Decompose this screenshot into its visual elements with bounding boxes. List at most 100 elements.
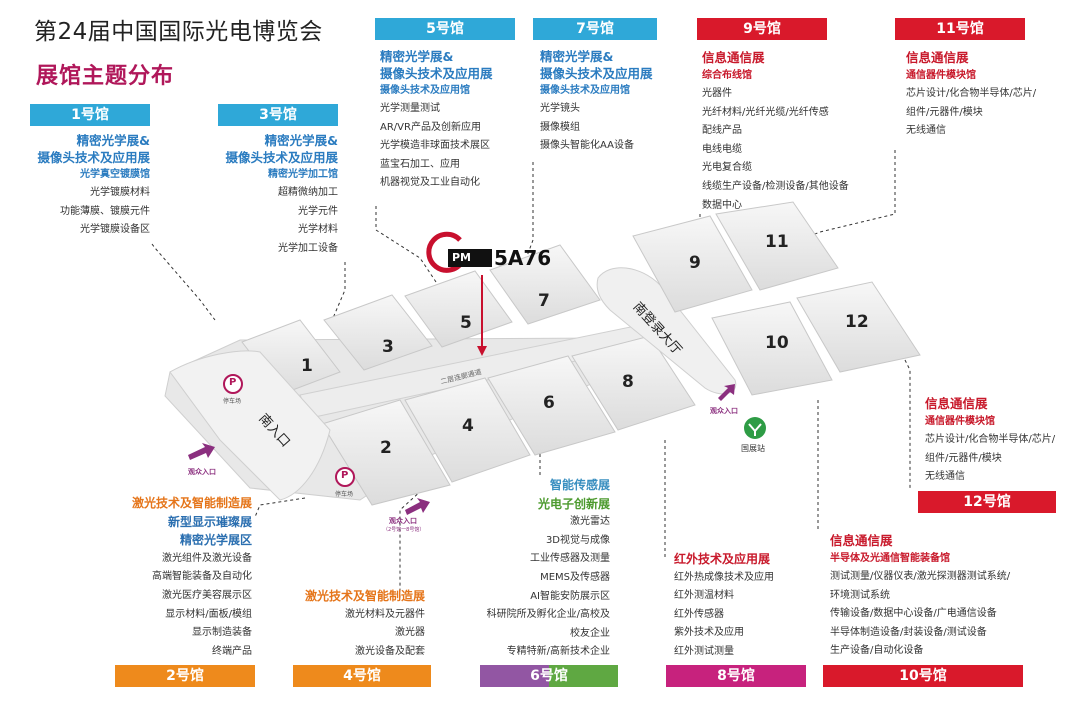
hall-1-header: 1号馆 [30, 104, 150, 126]
hall-3-item: 光学加工设备 [278, 242, 338, 254]
hall-2-title: 精密光学展区 [179, 533, 252, 548]
hall-8-item: 红外传感器 [674, 608, 724, 620]
booth-logo-text: PM [452, 251, 472, 264]
hall-5-title: 精密光学展& [380, 49, 454, 64]
hall-number-5: 5 [460, 313, 472, 333]
hall-number-1: 1 [301, 356, 313, 376]
hall-6-item: 校友企业 [570, 627, 610, 639]
hall-11-item: 无线通信 [906, 125, 946, 137]
hall-11-info: 信息通信展 通信器件模块馆 芯片设计/化合物半导体/芯片/ 组件/元器件/模块 … [906, 48, 1076, 141]
parking-icon [223, 374, 243, 394]
hall-11-header: 11号馆 [895, 18, 1025, 40]
hall-12-item: 组件/元器件/模块 [925, 452, 1002, 464]
hall-number-2: 2 [380, 438, 392, 458]
hall-3-subtitle: 精密光学加工馆 [268, 169, 338, 180]
hall-3-item: 光学材料 [298, 224, 338, 236]
hall-10-header: 10号馆 [823, 665, 1023, 687]
hall-1-item: 光学镀膜材料 [90, 187, 150, 198]
hall-5-info: 精密光学展& 摄像头技术及应用展 摄像头技术及应用馆 光学测量测试 AR/VR产… [380, 48, 530, 193]
hall-4-title: 激光技术及智能制造展 [304, 589, 425, 603]
hall-8-item: 紫外技术及应用 [674, 627, 744, 639]
hall-12-subtitle: 通信器件模块馆 [925, 416, 995, 427]
hall-4-item: 激光设备及配套 [355, 645, 425, 657]
hall-blocks [169, 201, 921, 506]
hall-2-item: 高端智能装备及自动化 [152, 571, 252, 583]
hall-5-item: 机器视觉及工业自动化 [380, 177, 480, 189]
hall-5-item: 光学模造非球面技术展区 [380, 140, 490, 152]
hall-9-item: 配线产品 [702, 125, 742, 137]
visitor-entrance-sub: （2号馆一8号馆） [383, 527, 425, 533]
hall-2-item: 激光医疗美容展示区 [162, 589, 252, 601]
hall-6-item: MEMS及传感器 [540, 571, 610, 583]
hall-8-item: 红外测试测量 [674, 645, 734, 657]
hall-12-item: 无线通信 [925, 471, 965, 483]
parking-label: 停车场 [223, 398, 242, 405]
hall-6-item: 专精特新/高新技术企业 [506, 646, 610, 658]
parking-symbol: P [341, 470, 349, 481]
hall-9-item: 线缆生产设备/检测设备/其他设备 [702, 180, 849, 192]
hall-10-info: 信息通信展 半导体及光通信智能装备馆 测试测量/仪器仪表/激光探测器测试系统/ … [830, 531, 1070, 661]
hall-12-header: 12号馆 [918, 491, 1056, 513]
hall-9-item: 光器件 [702, 88, 732, 99]
hall-10-item: 测试测量/仪器仪表/激光探测器测试系统/ [830, 571, 1011, 582]
hall-1-info: 精密光学展& 摄像头技术及应用展 光学真空镀膜馆 光学镀膜材料 功能薄膜、镀膜元… [30, 132, 150, 240]
hall-5-item: 光学测量测试 [380, 103, 440, 114]
hall-6-item: 3D视觉与成像 [545, 534, 610, 546]
hall-12-item: 芯片设计/化合物半导体/芯片/ [925, 434, 1056, 445]
hall-2-title: 新型显示璀璨展 [167, 514, 252, 529]
hall-11-item: 组件/元器件/模块 [906, 106, 983, 118]
hall-2-item: 显示材料/面板/模组 [165, 608, 252, 620]
hall-7-item: 摄像模组 [540, 121, 580, 133]
hall-7-title: 摄像头技术及应用展 [540, 66, 653, 81]
hall-7-item: 光学镜头 [540, 103, 580, 114]
hall-4-info: 激光技术及智能制造展 激光材料及元器件 激光器 激光设备及配套 [280, 587, 425, 661]
hall-9-item: 数据中心 [702, 199, 742, 211]
hall-2-title: 激光技术及智能制造展 [131, 496, 252, 510]
hall-1-title: 精密光学展& [76, 133, 150, 148]
hall-3-item: 超精微纳加工 [278, 187, 338, 198]
hall-9-subtitle: 综合布线馆 [702, 70, 752, 81]
hall-8-item: 红外热成像技术及应用 [674, 571, 774, 583]
hall-number-4: 4 [462, 416, 474, 436]
hall-11-subtitle: 通信器件模块馆 [906, 70, 976, 81]
visitor-entrance-label: 观众入口 [710, 407, 738, 415]
metro-icon [744, 417, 766, 439]
hall-5-header: 5号馆 [375, 18, 515, 40]
hall-number-10: 10 [765, 333, 789, 353]
hall-6-info: 智能传感展 光电子创新展 激光雷达 3D视觉与成像 工业传感器及测量 MEMS及… [452, 476, 610, 662]
hall-6-item: 激光雷达 [570, 516, 610, 528]
hall-7-title: 精密光学展& [540, 49, 614, 64]
hall-4-item: 激光器 [395, 627, 425, 639]
hall-8-item: 红外测温材料 [674, 590, 734, 602]
hall-1-item: 功能薄膜、镀膜元件 [60, 205, 150, 217]
hall-7-info: 精密光学展& 摄像头技术及应用展 摄像头技术及应用馆 光学镜头 摄像模组 摄像头… [540, 48, 690, 156]
parking-label: 停车场 [335, 491, 354, 498]
hall-10-title: 信息通信展 [830, 533, 893, 548]
hall-4-header: 4号馆 [293, 665, 431, 687]
page-subtitle: 展馆主题分布 [36, 64, 175, 89]
hall-4-item: 激光材料及元器件 [345, 608, 425, 620]
visitor-entrance-label: 观众入口 [188, 468, 216, 476]
parking-symbol: P [229, 377, 237, 388]
hall-2-info: 激光技术及智能制造展 新型显示璀璨展 精密光学展区 激光组件及激光设备 高端智能… [92, 494, 252, 661]
hall-2-item: 显示制造装备 [192, 627, 252, 639]
hall-6-item: 科研院所及孵化企业/高校及 [486, 609, 610, 621]
booth-code: 5A76 [494, 246, 552, 270]
hall-2-header: 2号馆 [115, 665, 255, 687]
hall-number-9: 9 [689, 253, 701, 273]
hall-9-item: 电线电缆 [702, 143, 742, 155]
hall-8-title: 红外技术及应用展 [674, 552, 771, 566]
hall-11-title: 信息通信展 [906, 50, 969, 65]
hall-10-item: 传输设备/数据中心设备/广电通信设备 [830, 608, 997, 620]
hall-5-item: AR/VR产品及创新应用 [380, 121, 481, 133]
entrance-arrow-icon [188, 443, 215, 460]
hall-7-subtitle: 摄像头技术及应用馆 [540, 85, 630, 96]
hall-number-7: 7 [538, 291, 550, 311]
hall-number-12: 12 [845, 312, 869, 332]
hall-12-title: 信息通信展 [925, 396, 988, 411]
hall-3-title: 精密光学展& [264, 133, 338, 148]
hall-3-item: 光学元件 [298, 205, 338, 217]
hall-1-subtitle: 光学真空镀膜馆 [80, 169, 150, 180]
hall-5-subtitle: 摄像头技术及应用馆 [380, 85, 470, 96]
